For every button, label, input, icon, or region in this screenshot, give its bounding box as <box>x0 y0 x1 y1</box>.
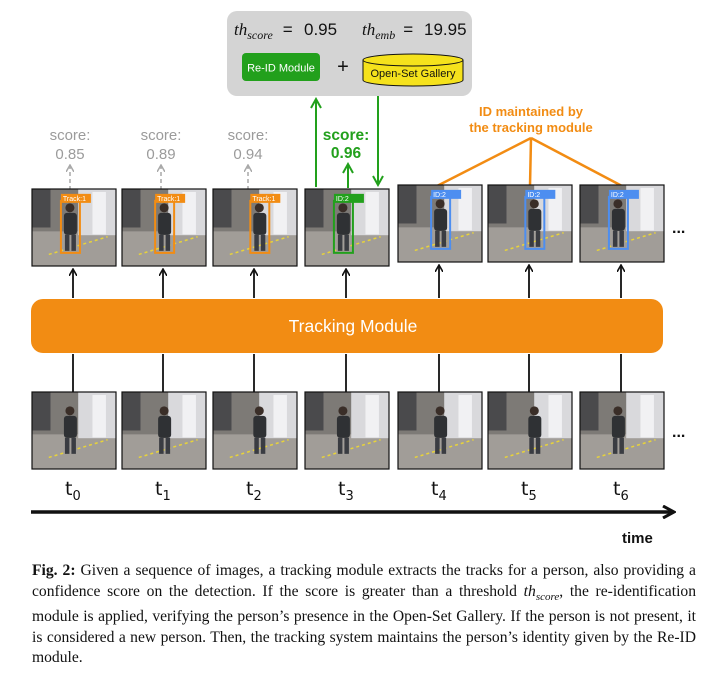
time-axis-label: time <box>622 530 653 547</box>
video-frame: ID:2 <box>579 184 665 263</box>
time-step-label: t2 <box>246 478 262 504</box>
video-frame: Track:1 <box>31 188 117 267</box>
annotation-lines <box>436 136 623 188</box>
video-frame: Track:1 <box>212 188 298 267</box>
ellipsis-top: ... <box>672 220 685 237</box>
video-frame <box>121 391 207 470</box>
video-frame <box>579 391 665 470</box>
reid-module-box <box>242 53 320 81</box>
th-emb-value: 19.95 <box>424 20 467 39</box>
score-labels: score: 0.85 score: 0.89 score: 0.94 <box>50 127 269 163</box>
caption-text-2: , the re-identification module is applie… <box>32 582 696 667</box>
caption-text-1: Given a sequence of images, a tracking m… <box>32 562 696 600</box>
arrows-to-top-frames <box>73 266 621 298</box>
video-frame: ID:2 <box>487 184 573 263</box>
detection-tag: ID:2 <box>433 192 446 199</box>
pipeline-figure: thscore= 0.95 themb= 19.95 Re-ID Module … <box>31 11 685 547</box>
score-dashed-arrows <box>70 166 248 190</box>
time-labels: t0 t1 t2 t3 t4 t5 t6 <box>65 478 629 504</box>
video-frame <box>487 391 573 470</box>
score-highlight-label: score: <box>323 127 370 144</box>
time-step-label: t6 <box>613 478 629 504</box>
video-frame <box>304 391 390 470</box>
tracking-module-label: Tracking Module <box>289 316 418 336</box>
score-label: score: <box>141 127 182 144</box>
detection-tag: Track:1 <box>252 196 275 203</box>
gallery-cylinder-icon <box>362 53 464 87</box>
tracking-module-bar <box>31 299 663 353</box>
ellipsis-bottom: ... <box>672 424 685 441</box>
score-label: score: <box>50 127 91 144</box>
score-value: 0.85 <box>55 146 84 163</box>
time-step-label: t3 <box>338 478 354 504</box>
detection-tag: Track:1 <box>63 196 86 203</box>
annotation-line1: ID maintained by <box>479 104 584 119</box>
time-step-label: t4 <box>431 478 447 504</box>
score-highlight-value: 0.96 <box>331 145 362 162</box>
detection-tag: Track:1 <box>157 196 180 203</box>
video-frame <box>212 391 298 470</box>
time-step-label: t1 <box>155 478 171 504</box>
bottom-frames <box>31 391 665 470</box>
detection-tag: ID:2 <box>336 196 349 203</box>
plus-sign: + <box>337 56 349 78</box>
time-step-label: t5 <box>521 478 537 504</box>
video-frame: ID:2 <box>397 184 483 263</box>
lines-from-bottom-frames <box>72 354 622 392</box>
video-frame: Track:1 <box>121 188 207 267</box>
video-frame <box>397 391 483 470</box>
annotation-line2: the tracking module <box>469 120 593 135</box>
caption-th-base: th <box>523 582 536 600</box>
caption-th-sub: score <box>535 590 560 603</box>
video-frame: ID:2 <box>304 188 390 267</box>
caption-fig-label: Fig. 2: <box>32 562 76 579</box>
score-value: 0.94 <box>233 146 262 163</box>
th-score-label: thscore= <box>234 20 293 42</box>
th-emb-label: themb= <box>362 20 413 42</box>
th-score-value: 0.95 <box>304 20 337 39</box>
video-frame <box>31 391 117 470</box>
gallery-label: Open-Set Gallery <box>371 68 456 80</box>
detection-tag: ID:2 <box>527 192 540 199</box>
figure-caption: Fig. 2: Given a sequence of images, a tr… <box>32 561 696 669</box>
reid-module-label: Re-ID Module <box>247 63 315 75</box>
score-label: score: <box>228 127 269 144</box>
time-step-label: t0 <box>65 478 81 504</box>
detection-tag: ID:2 <box>611 192 624 199</box>
score-value: 0.89 <box>146 146 175 163</box>
